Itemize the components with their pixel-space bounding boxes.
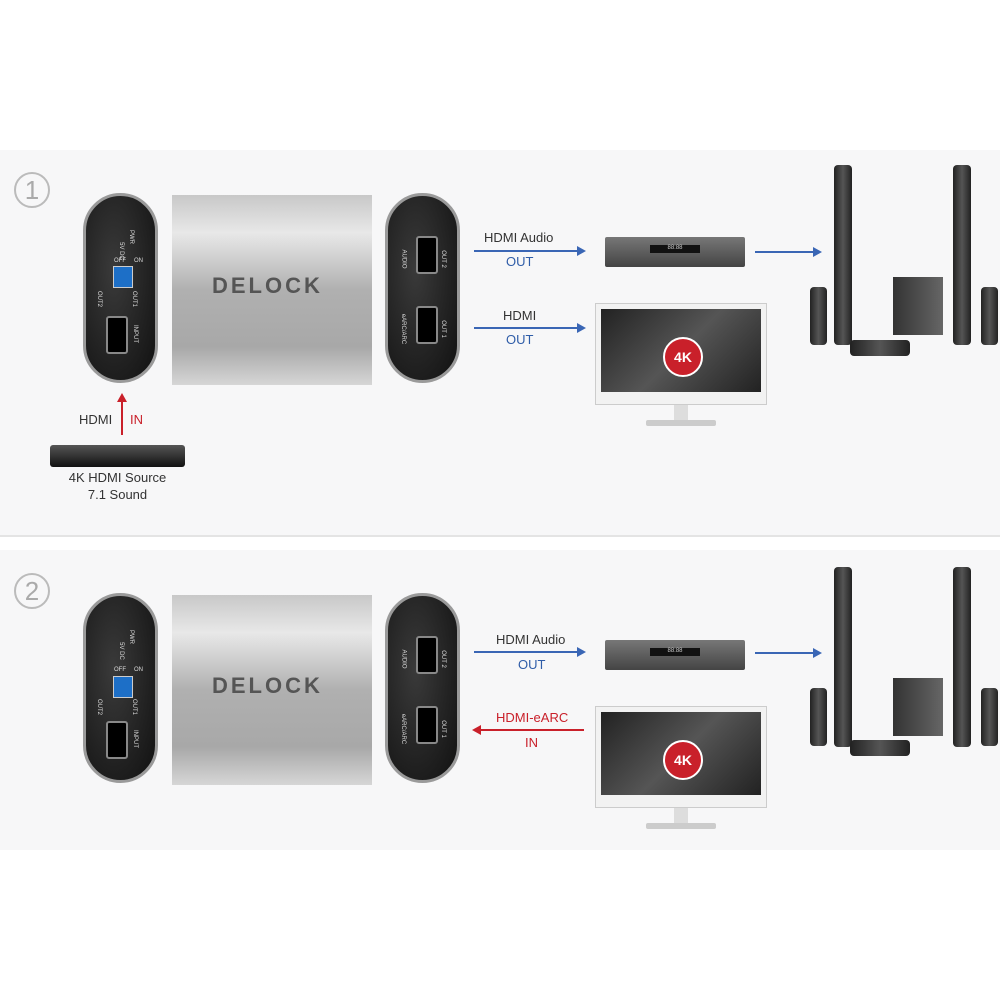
hdmi-audio-label: HDMI Audio [496, 632, 566, 647]
receiver-display: 88:88 [650, 245, 700, 253]
dc-label: 5V DC [117, 642, 124, 660]
earc-label: eARC/ARC [400, 313, 407, 345]
out2-label: OUT2 [96, 698, 103, 716]
hdmi-input-port [106, 316, 128, 354]
input-label: INPUT [132, 325, 138, 343]
tower-speaker-right [953, 165, 971, 345]
satellite-speaker-right [981, 287, 998, 345]
scenario-2-background [0, 550, 1000, 850]
out-label: OUT [506, 254, 534, 269]
output-panel: AUDIO OUT 2 eARC/ARC OUT 1 [385, 193, 460, 383]
in-label: IN [130, 412, 143, 427]
center-speaker [850, 740, 910, 756]
arrow-audio-out [474, 647, 586, 657]
satellite-speaker-left [810, 287, 827, 345]
out1-port-label: OUT 1 [439, 320, 446, 338]
in-label: IN [525, 735, 538, 750]
4k-badge: 4K [663, 337, 703, 377]
monitor-4k: 4K [595, 706, 767, 808]
hdmi-audio-label: HDMI Audio [484, 230, 554, 245]
out1-port-label: OUT 1 [439, 720, 446, 738]
out1-label: OUT1 [131, 290, 138, 308]
tower-speaker-left [834, 165, 852, 345]
device-body: DELOCK [172, 195, 372, 385]
out-label: OUT [518, 657, 546, 672]
step-number-1: 1 [14, 172, 50, 208]
off-label: OFF [114, 258, 126, 264]
delock-logo: DELOCK [212, 273, 323, 298]
hdmi-label: HDMI [503, 308, 537, 323]
hdmi-in-label: HDMI [79, 412, 113, 427]
divider [0, 535, 1000, 537]
receiver-display: 88:88 [650, 648, 700, 656]
input-label: INPUT [132, 730, 138, 748]
subwoofer [893, 277, 943, 335]
av-receiver: 88:88 [605, 237, 745, 267]
satellite-speaker-left [810, 688, 827, 746]
hdmi-out2-port [416, 236, 438, 274]
pwr-label: PWR [128, 230, 134, 244]
monitor-stand [674, 808, 688, 824]
subwoofer [893, 678, 943, 736]
arrow-audio-out [474, 246, 586, 256]
input-panel: PWR 5V DC OFF ON OUT2 OUT1 INPUT [83, 593, 158, 783]
off-label: OFF [114, 667, 126, 673]
pwr-label: PWR [128, 630, 134, 644]
delock-logo: DELOCK [212, 673, 323, 698]
arrow-video-out [474, 323, 586, 333]
center-speaker [850, 340, 910, 356]
on-label: ON [134, 258, 143, 264]
device-body: DELOCK [172, 595, 372, 785]
audio-label: AUDIO [400, 249, 407, 269]
monitor-foot [646, 420, 716, 426]
on-label: ON [134, 667, 143, 673]
satellite-speaker-right [981, 688, 998, 746]
hdmi-input-port [106, 721, 128, 759]
tower-speaker-left [834, 567, 852, 747]
hdmi-earc-label: HDMI-eARC [496, 710, 569, 725]
out2-port-label: OUT 2 [439, 250, 446, 268]
4k-badge: 4K [663, 740, 703, 780]
source-label-line1: 4K HDMI Source [68, 470, 167, 485]
tower-speaker-right [953, 567, 971, 747]
input-panel: PWR 5V DC OFF ON OUT2 OUT1 INPUT [83, 193, 158, 383]
earc-label: eARC/ARC [400, 713, 407, 745]
arrow-earc-in [472, 725, 584, 735]
dip-switch[interactable] [113, 676, 133, 698]
monitor-stand [674, 405, 688, 421]
arrow-hdmi-in [117, 393, 127, 435]
source-label-line2: 7.1 Sound [87, 487, 148, 502]
step-number-2: 2 [14, 573, 50, 609]
out2-label: OUT2 [96, 290, 103, 308]
out-label: OUT [506, 332, 534, 347]
arrow-to-speakers [755, 247, 822, 257]
dip-switch[interactable] [113, 266, 133, 288]
hdmi-out1-port [416, 306, 438, 344]
av-receiver: 88:88 [605, 640, 745, 670]
out2-port-label: OUT 2 [439, 650, 446, 668]
monitor-foot [646, 823, 716, 829]
hdmi-out2-port [416, 636, 438, 674]
output-panel: AUDIO OUT 2 eARC/ARC OUT 1 [385, 593, 460, 783]
out1-label: OUT1 [131, 698, 138, 716]
scenario-1-background [0, 150, 1000, 535]
hdmi-source-box [50, 445, 185, 467]
audio-label: AUDIO [400, 649, 407, 669]
hdmi-out1-port [416, 706, 438, 744]
arrow-to-speakers [755, 648, 822, 658]
monitor-4k: 4K [595, 303, 767, 405]
